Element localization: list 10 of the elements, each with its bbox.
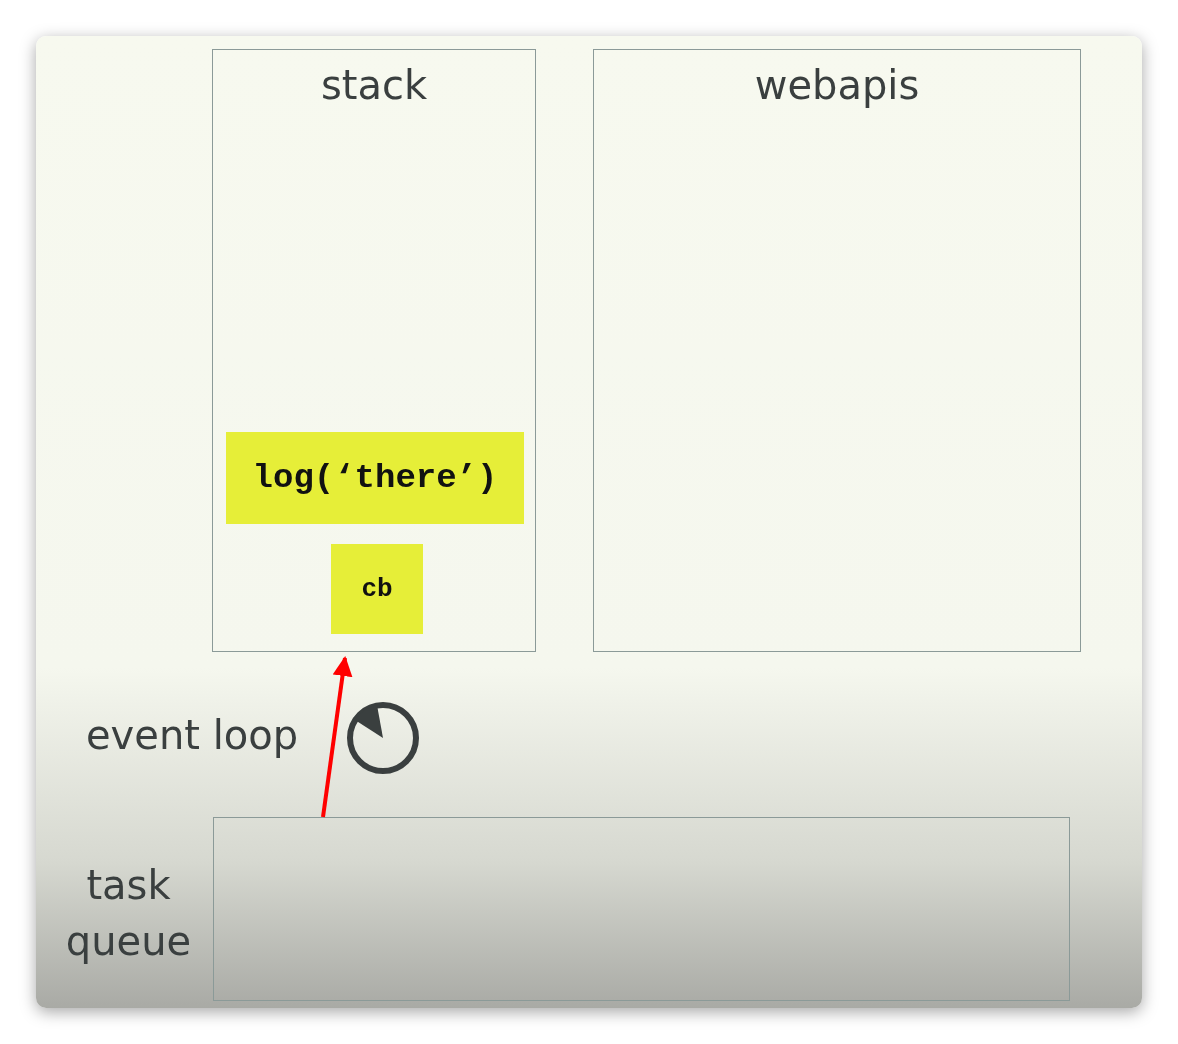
stack-frame: cb xyxy=(331,544,423,634)
panel-box xyxy=(212,49,536,652)
stack-frame: log(‘there’) xyxy=(226,432,524,524)
queue-box xyxy=(213,817,1070,1001)
panel-heading: webapis xyxy=(753,62,921,108)
panel-heading: task queue xyxy=(64,861,193,966)
section-label: event loop xyxy=(86,712,299,758)
arrow xyxy=(321,656,353,818)
panel-box xyxy=(593,49,1081,652)
panel-heading: stack xyxy=(319,62,429,108)
